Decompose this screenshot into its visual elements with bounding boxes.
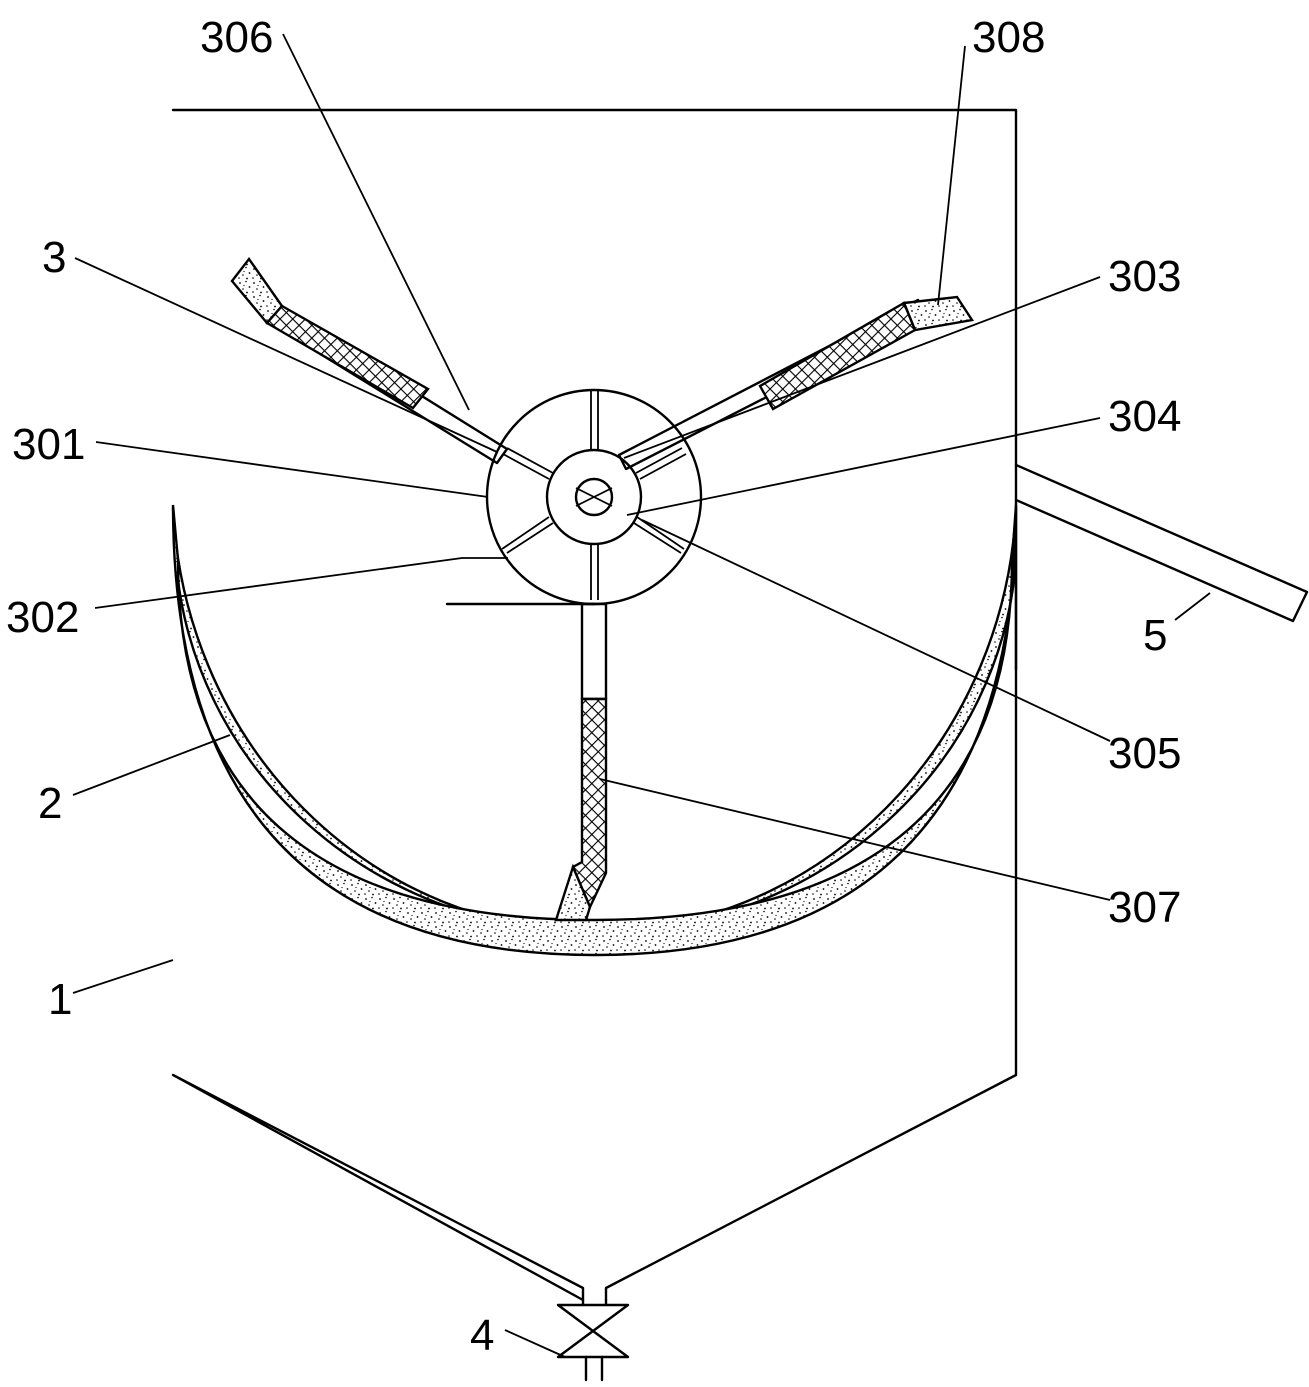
label-1: 1 xyxy=(48,975,72,1024)
label-4: 4 xyxy=(470,1311,494,1360)
bottom-blade-arm xyxy=(554,602,608,922)
discharge-pipe xyxy=(1014,463,1309,623)
tank-body xyxy=(171,108,1018,1302)
label-5: 5 xyxy=(1143,611,1167,660)
right-blade-arm xyxy=(617,295,974,471)
label-304: 304 xyxy=(1108,392,1181,441)
leader-lines xyxy=(72,33,1211,1358)
label-308: 308 xyxy=(972,13,1045,62)
bowl-lining-band xyxy=(171,504,1018,957)
label-305: 305 xyxy=(1108,729,1181,778)
rotor-hub xyxy=(445,388,703,606)
left-blade-arm xyxy=(230,256,509,465)
label-306: 306 xyxy=(200,13,273,62)
label-301: 301 xyxy=(12,420,85,469)
drain-valve xyxy=(556,1298,630,1382)
label-3: 3 xyxy=(42,233,66,282)
label-302: 302 xyxy=(6,593,79,642)
label-2: 2 xyxy=(38,779,62,828)
label-307: 307 xyxy=(1108,883,1181,932)
label-303: 303 xyxy=(1108,252,1181,301)
